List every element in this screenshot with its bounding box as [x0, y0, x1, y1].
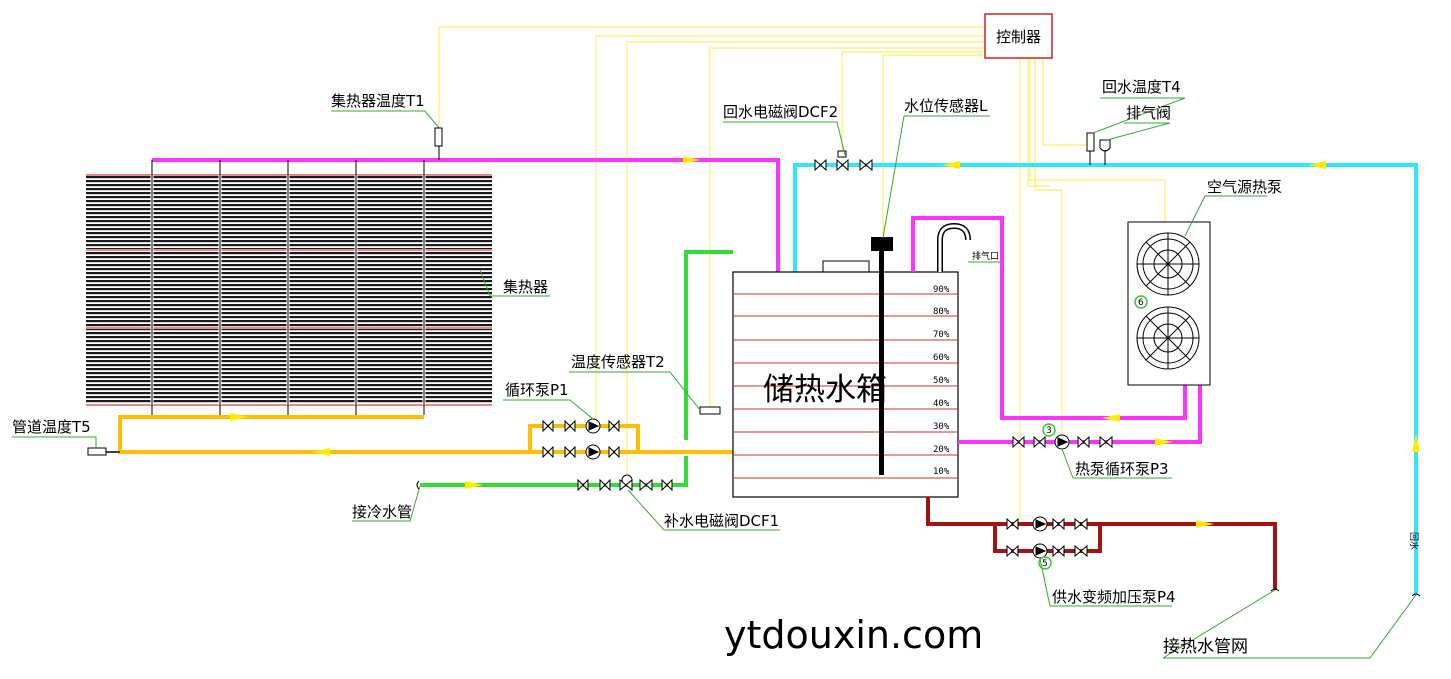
tank-vent-elbow-inner: [938, 224, 970, 272]
pump-tag-p3-number: 3: [1046, 426, 1052, 436]
return-solenoid-valve-group: [814, 150, 873, 172]
tank-level-80: 80%: [933, 307, 950, 317]
hot-water-supply-pipe: [926, 497, 1277, 590]
tank-label: 储热水箱: [763, 372, 887, 408]
label-collector: 集热器: [503, 278, 548, 296]
label-air-source-heat-pump: 空气源热泵: [1207, 178, 1282, 196]
level-sensor-head: [871, 237, 893, 251]
tank-level-50: 50%: [933, 376, 950, 386]
label-return-temp-t4: 回水温度T4: [1102, 78, 1181, 96]
control-wiring: [438, 26, 1166, 520]
pipe-end-icon: [416, 480, 420, 490]
heat-pump-tag: [1134, 295, 1148, 309]
flow-arrow-icon: [1196, 520, 1214, 528]
flow-arrow-icon: [312, 448, 330, 456]
storage-tank: [732, 237, 959, 498]
circulation-pump-p1: [542, 418, 620, 460]
tank-level-90: 90%: [933, 285, 950, 295]
level-sensor-probe: [879, 250, 884, 475]
label-circ-pump-p1: 循环泵P1: [505, 381, 569, 399]
controller-label: 控制器: [996, 28, 1041, 46]
pump-tag-p3: [1042, 423, 1056, 437]
label-return-riser: 回水: [1408, 532, 1420, 550]
vent-valve-icon: [1099, 139, 1111, 165]
label-level-sensor-l: 水位传感器L: [904, 97, 988, 115]
fan-icon: [1136, 232, 1200, 296]
pipe-end-icon: [1270, 588, 1280, 592]
fan-icon: [1136, 306, 1200, 370]
label-hot-water-network: 接热水管网: [1163, 637, 1248, 657]
tank-level-20: 20%: [933, 445, 950, 455]
controller-box: [984, 13, 1053, 59]
tank-vent-elbow: [937, 222, 971, 272]
label-hp-circ-pump-p3: 热泵循环泵P3: [1075, 460, 1169, 478]
flow-arrow-icon: [942, 161, 960, 169]
tank-temp-sensor-t2: [699, 406, 721, 415]
label-makeup-solenoid-dcf1: 补水电磁阀DCF1: [664, 512, 779, 530]
cold-water-pipe: [420, 250, 733, 487]
flow-arrow-icon: [683, 156, 700, 164]
flow-arrow-icon: [1102, 414, 1120, 422]
label-pipe-temp-t5: 管道温度T5: [12, 418, 91, 436]
tank-level-70: 70%: [933, 330, 950, 340]
watermark: ytdouxin.com: [724, 613, 983, 657]
label-cold-water-inlet: 接冷水管: [352, 503, 412, 521]
collector-supply-pipe: [152, 158, 780, 272]
tank-level-scale: 90% 80% 70% 60% 50% 40% 30% 20% 10%: [933, 285, 950, 477]
supply-booster-pump-p4: [1006, 516, 1088, 559]
tank-level-30: 30%: [933, 422, 950, 432]
label-vent-valve: 排气阀: [1126, 104, 1171, 122]
return-temp-sensor-t4: [1086, 132, 1095, 152]
label-temp-sensor-t2: 温度传感器T2: [571, 353, 665, 371]
flow-arrow-icon: [1412, 434, 1420, 452]
flow-arrow-icon: [1155, 438, 1173, 446]
collector-temp-sensor-t1: [434, 127, 443, 147]
flow-arrow-icon: [1308, 161, 1326, 169]
makeup-valve-group: [577, 474, 673, 492]
solar-collector-array: [86, 160, 492, 415]
flow-arrow-icon: [230, 413, 248, 421]
pipe-temp-sensor-t5: [87, 447, 107, 456]
label-collector-temp-t1: 集热器温度T1: [331, 92, 425, 110]
callout-leaders: [12, 97, 1417, 659]
flow-arrow-icon: [465, 481, 483, 489]
circulation-pipe: [118, 415, 733, 454]
pump-tag-p4-number: 5: [1042, 559, 1048, 569]
tank-level-10: 10%: [933, 467, 950, 477]
pipe-end-icon: [1411, 593, 1421, 597]
tank-level-40: 40%: [933, 399, 950, 409]
heat-pump-circulation-pump-p3: [1012, 434, 1113, 450]
tank-level-60: 60%: [933, 353, 950, 363]
label-supply-booster-p4: 供水变频加压泵P4: [1052, 588, 1176, 606]
label-vent-port: 排气口: [972, 250, 999, 262]
heat-pump-tag-number: 6: [1138, 298, 1144, 308]
label-return-solenoid-dcf2: 回水电磁阀DCF2: [723, 103, 838, 121]
